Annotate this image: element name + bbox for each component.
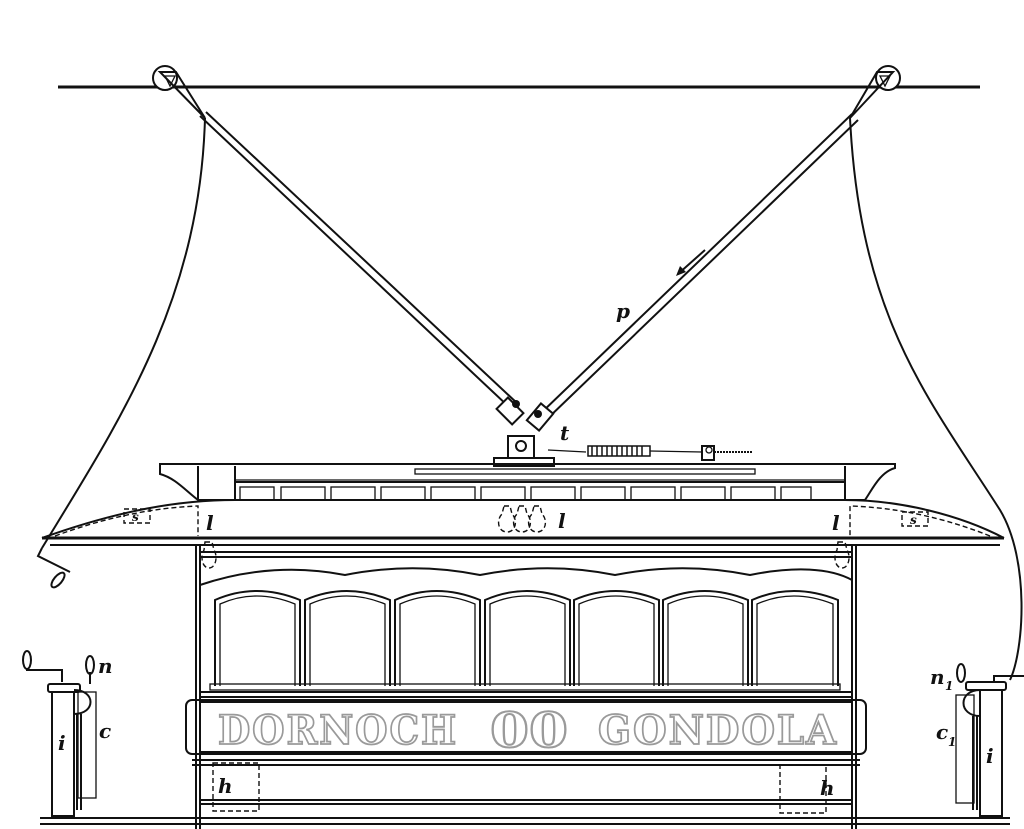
hood-box-left — [212, 762, 260, 812]
label-hood-right: h — [820, 776, 835, 800]
label-trolley-base: t — [560, 421, 570, 445]
trolley-base — [493, 396, 752, 467]
label-cord-right-sub: 1 — [948, 735, 956, 749]
label-lamp-center: l — [558, 509, 566, 533]
label-cord-right: c — [936, 720, 948, 744]
car-body — [40, 545, 1010, 829]
car-sign: DORNOCH 00 GONDOLA — [217, 702, 838, 760]
right-trolley-pole — [539, 113, 859, 421]
sign-box-right — [901, 511, 929, 527]
sign-number: 00 — [490, 703, 568, 759]
sign-left-word: DORNOCH — [218, 707, 458, 754]
roof-vent-panels — [239, 486, 812, 501]
label-winch-handle-left: n — [98, 654, 113, 678]
label-lamp-right: l — [832, 511, 840, 535]
hood-box-right — [779, 764, 827, 814]
label-winch-handle-right: n — [930, 665, 945, 689]
direction-arrow-icon — [676, 249, 706, 276]
left-trolley-pole — [199, 111, 519, 409]
left-trolley-wheel — [152, 65, 206, 119]
label-post-right: i — [986, 744, 994, 768]
lower-roof — [41, 499, 1005, 546]
label-sign-box-right: s — [910, 513, 917, 527]
label-hood-left: h — [218, 774, 233, 798]
label-cord-left: c — [99, 719, 111, 743]
label-pole: p — [616, 299, 630, 323]
label-winch-handle-right-sub: 1 — [945, 679, 953, 693]
right-pull-rope — [849, 117, 1023, 681]
right-winch-post — [955, 663, 1024, 817]
sign-right-word: GONDOLA — [598, 707, 838, 754]
right-trolley-wheel — [849, 65, 901, 119]
label-lamp-left: l — [206, 511, 214, 535]
windows — [214, 590, 839, 686]
left-rope-handle-icon — [36, 547, 71, 589]
left-winch-post — [22, 650, 97, 817]
left-pull-rope — [41, 117, 206, 549]
sign-box-left — [123, 508, 151, 524]
label-post-left: i — [58, 731, 66, 755]
car-roof — [159, 463, 896, 501]
label-sign-box-left: s — [132, 510, 139, 524]
